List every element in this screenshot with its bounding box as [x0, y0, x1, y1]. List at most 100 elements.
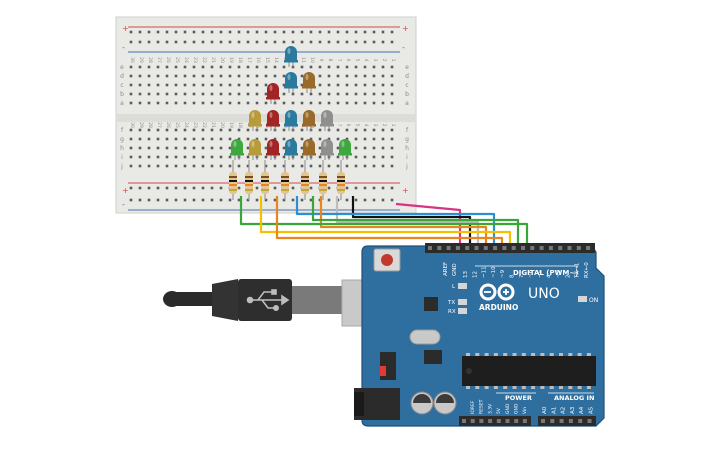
breadboard-column-number: 19 [228, 57, 234, 63]
analog-header[interactable] [538, 416, 596, 426]
resistors[interactable] [229, 160, 345, 200]
led[interactable] [266, 139, 280, 160]
terminal-hole [192, 83, 196, 87]
rail-hole [273, 30, 277, 34]
led[interactable] [284, 139, 298, 160]
header-pin [496, 419, 501, 423]
led[interactable] [266, 110, 280, 131]
terminal-hole [264, 164, 268, 168]
rail-hole [165, 30, 169, 34]
rail-hole [381, 198, 385, 202]
led[interactable] [320, 139, 334, 160]
terminal-hole [372, 65, 376, 69]
rail-hole [201, 30, 205, 34]
rail-hole [282, 198, 286, 202]
leds[interactable] [230, 46, 352, 160]
led[interactable] [284, 72, 298, 93]
breadboard-column-number: 26 [165, 57, 171, 63]
terminal-hole [372, 137, 376, 141]
terminal-hole [300, 137, 304, 141]
terminal-hole [255, 164, 259, 168]
rail-hole [210, 186, 214, 190]
led[interactable] [320, 110, 334, 131]
rail-hole [174, 186, 178, 190]
terminal-hole [282, 155, 286, 159]
rail-hole [165, 40, 169, 44]
terminal-hole [210, 164, 214, 168]
breadboard-column-number: 24 [183, 57, 189, 63]
rail-hole [183, 40, 187, 44]
terminal-hole [246, 74, 250, 78]
terminal-hole [318, 83, 322, 87]
breadboard-column-number: 23 [192, 122, 198, 128]
terminal-hole [210, 155, 214, 159]
resistor[interactable] [337, 160, 345, 200]
led[interactable] [248, 139, 262, 160]
led[interactable] [302, 110, 316, 131]
resistor[interactable] [301, 160, 309, 200]
power-header[interactable] [459, 416, 531, 426]
terminal-hole [174, 65, 178, 69]
terminal-hole [264, 65, 268, 69]
wire-pink[interactable] [395, 202, 462, 248]
terminal-hole [246, 128, 250, 132]
rail-hole [147, 198, 151, 202]
top-left-plus: + [122, 24, 129, 33]
terminal-hole [237, 137, 241, 141]
wires[interactable] [239, 196, 529, 248]
digital-header[interactable] [425, 243, 595, 253]
terminal-hole [327, 101, 331, 105]
rail-hole [381, 186, 385, 190]
usb-cable-strain-relief [172, 292, 212, 306]
resistor[interactable] [261, 160, 269, 200]
terminal-hole [228, 65, 232, 69]
rail-hole [300, 30, 304, 34]
reset-button[interactable] [381, 254, 393, 266]
power-pin-label: 5V [496, 407, 502, 414]
breadboard-column-number: 25 [174, 57, 180, 63]
terminal-hole [390, 137, 394, 141]
led[interactable] [248, 110, 262, 131]
breadboard-column-number: 28 [147, 57, 153, 63]
microcontroller-notch [466, 368, 472, 374]
led[interactable] [284, 110, 298, 131]
breadboard-row-letter: f [121, 127, 124, 134]
rail-hole [138, 198, 142, 202]
resistor[interactable] [281, 160, 289, 200]
rail-hole [345, 198, 349, 202]
resistor[interactable] [319, 160, 327, 200]
terminal-hole [363, 101, 367, 105]
rail-hole [291, 30, 295, 34]
wire-yellow[interactable] [259, 196, 512, 248]
terminal-hole [327, 137, 331, 141]
terminal-hole [354, 92, 358, 96]
terminal-hole [156, 128, 160, 132]
rail-hole [246, 198, 250, 202]
wire-white[interactable] [335, 196, 480, 248]
terminal-hole [219, 164, 223, 168]
terminal-hole [228, 128, 232, 132]
breadboard-column-number: 8 [327, 59, 333, 62]
led[interactable] [230, 139, 244, 160]
led[interactable] [284, 46, 298, 67]
terminal-hole [354, 101, 358, 105]
rail-hole [237, 186, 241, 190]
header-pin [474, 246, 479, 250]
wire-green-left[interactable] [239, 196, 529, 248]
terminal-hole [183, 83, 187, 87]
resistor[interactable] [245, 160, 253, 200]
terminal-hole [264, 137, 268, 141]
wire-green-right[interactable] [311, 196, 520, 248]
led[interactable] [302, 139, 316, 160]
led[interactable] [338, 139, 352, 160]
terminal-hole [147, 155, 151, 159]
led[interactable] [302, 72, 316, 93]
capacitor-right-mark [436, 394, 454, 403]
rail-hole [183, 30, 187, 34]
header-pin [568, 419, 573, 423]
led[interactable] [266, 83, 280, 104]
resistor[interactable] [229, 160, 237, 200]
